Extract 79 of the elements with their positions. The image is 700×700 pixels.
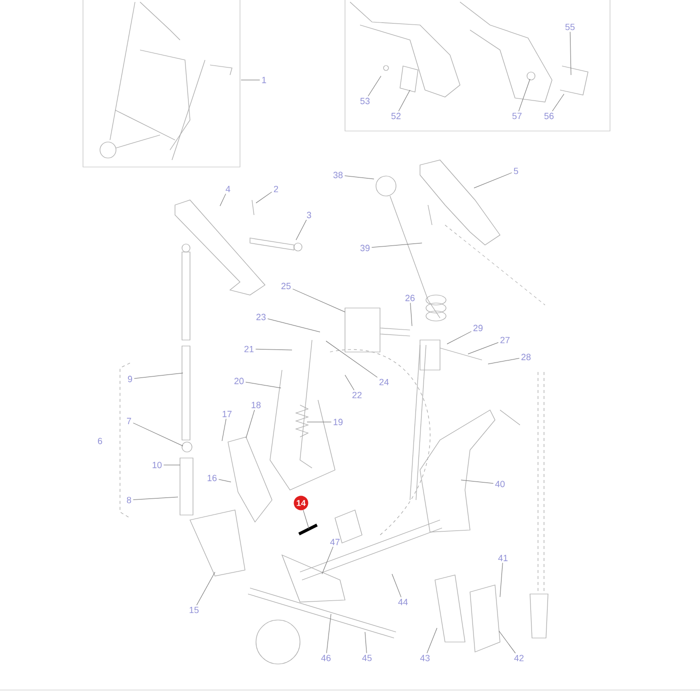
callout-number: 56 xyxy=(544,112,554,120)
callout-number: 42 xyxy=(514,654,524,662)
leader-line xyxy=(220,194,226,206)
callout-number: 20 xyxy=(234,378,244,384)
callout-number: 15 xyxy=(190,606,199,614)
callout-number: 46 xyxy=(321,654,331,662)
leader-line xyxy=(344,176,374,180)
callout-number: 17 xyxy=(222,410,232,418)
leader-line xyxy=(163,464,180,466)
callout-number: 10 xyxy=(152,462,162,468)
callout-number: 1 xyxy=(262,76,266,84)
leader-line xyxy=(218,479,232,482)
leader-line xyxy=(326,614,332,654)
leader-line xyxy=(296,220,307,240)
leader-line xyxy=(132,422,184,446)
callout-number: 29 xyxy=(473,324,483,332)
callout-number: 21 xyxy=(244,346,254,352)
callout-number: 16 xyxy=(208,474,217,482)
leader-line xyxy=(256,192,272,204)
leader-line xyxy=(488,358,520,364)
callout-number: 19 xyxy=(334,418,343,426)
callout-number: 25 xyxy=(281,282,291,290)
callout-number: 55 xyxy=(565,24,575,30)
leader-line xyxy=(474,172,512,188)
leader-line xyxy=(518,78,530,112)
callout-number: 2 xyxy=(274,186,278,192)
leader-line xyxy=(326,340,378,378)
callout-number: 28 xyxy=(521,354,531,360)
callout-number: 41 xyxy=(498,554,508,562)
callout-number: 47 xyxy=(330,538,340,546)
leader-line xyxy=(468,342,499,354)
leader-line xyxy=(498,630,516,654)
leader-line xyxy=(446,331,472,344)
leader-line xyxy=(552,94,564,112)
leader-line xyxy=(302,510,310,530)
leader-line xyxy=(292,288,346,312)
leader-line xyxy=(410,302,412,326)
leader-line xyxy=(426,628,438,654)
highlighted-callout: 14 xyxy=(294,496,308,510)
callout-number: 57 xyxy=(512,112,522,120)
callout-number: 43 xyxy=(420,654,430,662)
leader-line xyxy=(245,382,282,388)
leader-line xyxy=(500,562,503,598)
callout-number: 18 xyxy=(252,402,261,408)
callout-number: 9 xyxy=(128,376,132,382)
callout-number: 5 xyxy=(514,168,518,174)
callout-number: 45 xyxy=(362,654,372,662)
callout-number: 23 xyxy=(256,314,266,320)
leader-line xyxy=(196,572,216,606)
callout-number: 44 xyxy=(398,598,408,606)
leader-line xyxy=(460,480,494,484)
leader-line xyxy=(255,348,292,350)
callout-number: 3 xyxy=(306,212,312,218)
leader-line xyxy=(398,90,410,112)
leader-line xyxy=(246,410,255,438)
leader-line xyxy=(570,32,572,76)
callout-number: 52 xyxy=(391,112,401,120)
leader-line xyxy=(344,374,354,390)
leader-line xyxy=(267,318,320,332)
leader-line xyxy=(134,372,184,379)
leader-line xyxy=(132,496,178,500)
leader-line xyxy=(368,76,382,96)
callout-number: 27 xyxy=(500,336,510,344)
leader-line xyxy=(364,632,367,654)
callout-number: 22 xyxy=(352,392,362,398)
callout-number: 40 xyxy=(495,480,505,488)
leader-line xyxy=(322,546,334,574)
callout-number: 39 xyxy=(360,244,370,252)
callout-number: 6 xyxy=(98,438,102,444)
callout-number: 8 xyxy=(126,496,132,504)
callout-number: 7 xyxy=(126,418,132,424)
leader-line xyxy=(392,574,402,598)
callout-number: 24 xyxy=(379,378,389,386)
leader-line xyxy=(222,418,226,442)
callout-number: 53 xyxy=(360,98,370,104)
callout-number: 38 xyxy=(333,172,343,178)
callout-number: 26 xyxy=(405,294,415,302)
leader-line xyxy=(371,242,422,248)
callout-number: 4 xyxy=(226,186,230,192)
